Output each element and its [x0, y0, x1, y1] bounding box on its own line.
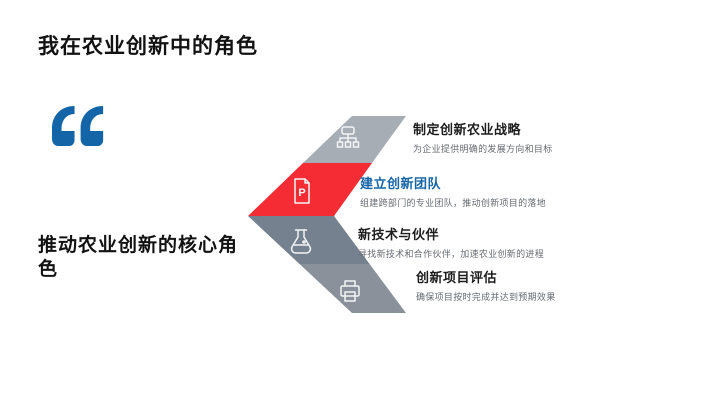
chevron-band-3 — [248, 216, 370, 264]
list-item-strategy: 制定创新农业战略 为企业提供明确的发展方向和目标 — [413, 119, 553, 155]
document-p-letter: P — [298, 187, 305, 199]
document-p-icon: P — [294, 178, 310, 204]
item-description: 寻找新技术和合作伙伴，加速农业创新的进程 — [358, 249, 545, 259]
flask-icon — [290, 229, 312, 254]
printer-icon — [340, 280, 360, 302]
quote-mark-left — [52, 106, 75, 146]
list-item-evaluation: 创新项目评估 确保项目按时完成并达到预期效果 — [416, 267, 556, 303]
chevron-band-4 — [299, 264, 406, 313]
statement-text: 推动农业创新的核心角色 — [38, 235, 239, 280]
item-title: 建立创新团队 — [360, 176, 442, 191]
item-title: 创新项目评估 — [416, 270, 498, 285]
page-title: 我在农业创新中的角色 — [38, 35, 258, 58]
item-description: 为企业提供明确的发展方向和目标 — [413, 144, 553, 154]
chevron-band-1 — [303, 116, 406, 163]
item-description: 确保项目按时完成并达到预期效果 — [416, 292, 556, 302]
quote-mark-right — [80, 106, 104, 146]
chevron-band-2 — [248, 163, 372, 216]
item-description: 组建跨部门的专业团队，推动创新项目的落地 — [360, 198, 547, 208]
org-chart-icon — [336, 126, 360, 148]
quote-icon — [52, 106, 104, 146]
list-item-team: 建立创新团队 组建跨部门的专业团队，推动创新项目的落地 — [360, 173, 546, 209]
item-title: 新技术与伙伴 — [358, 227, 440, 242]
item-title: 制定创新农业战略 — [413, 122, 522, 137]
list-item-technology: 新技术与伙伴 寻找新技术和合作伙伴，加速农业创新的进程 — [358, 224, 544, 260]
